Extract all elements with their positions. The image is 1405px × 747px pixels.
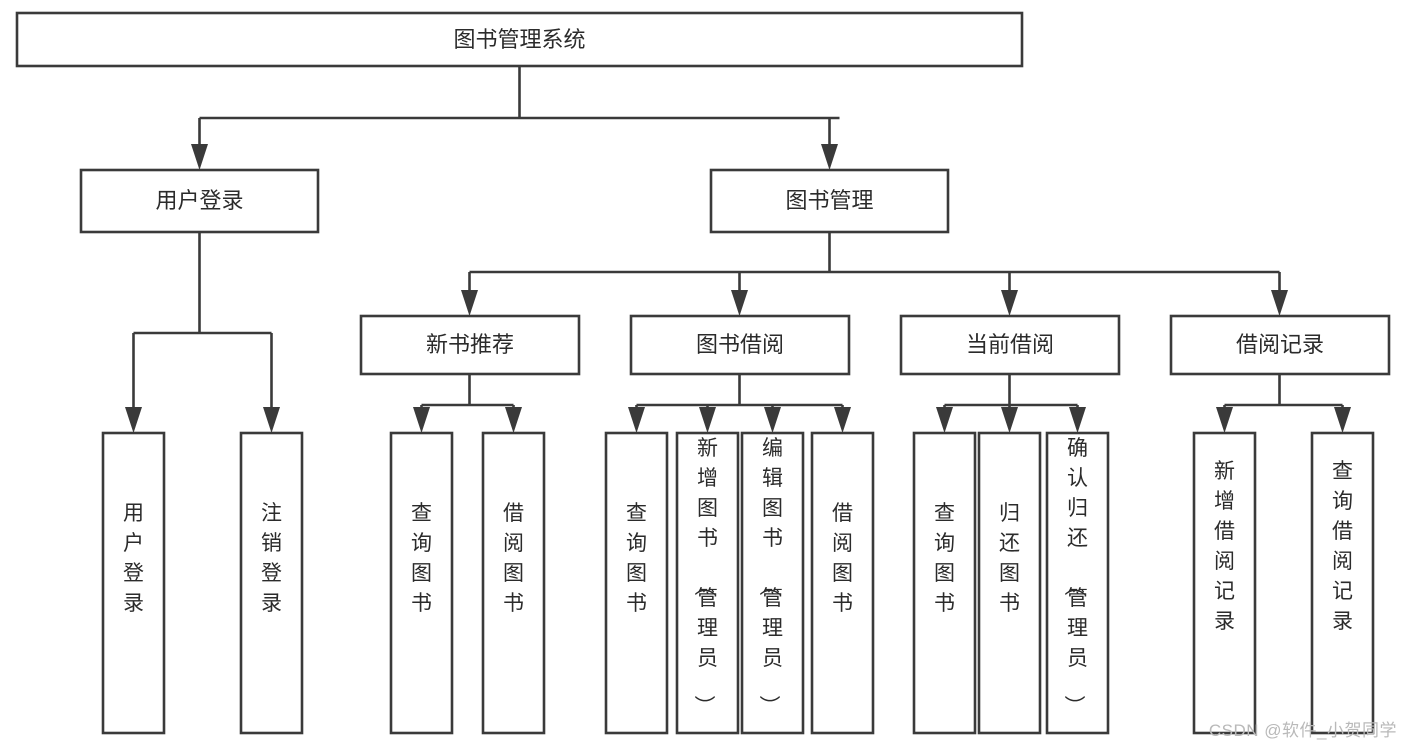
node-box-new-book-recommend[interactable] — [359, 314, 581, 376]
node-label-leaf-add-book: 新增图书（管理员） — [692, 437, 718, 716]
arrow-head-leaf-borrow-book-2 — [834, 407, 851, 433]
arrow-head-book-manage — [821, 144, 838, 170]
node-box-book-manage[interactable] — [709, 168, 950, 234]
node-box-leaf-borrow-book-borrow[interactable] — [810, 431, 875, 735]
connector-group-currentborrow-to-leaves — [936, 374, 1086, 433]
node-leaf-confirm-return[interactable]: 确认归还（管理员） — [1045, 431, 1110, 735]
node-box-root[interactable] — [15, 11, 1024, 68]
node-label-leaf-borrow-book-borrow: 借阅图书 — [832, 502, 853, 615]
arrow-head-leaf-query-book-3 — [936, 407, 953, 433]
node-box-leaf-add-book[interactable] — [675, 431, 740, 735]
node-new-book-recommend[interactable]: 新书推荐 — [359, 314, 581, 376]
node-box-leaf-logout[interactable] — [239, 431, 304, 735]
node-label-new-book-recommend: 新书推荐 — [426, 332, 514, 357]
node-current-borrow[interactable]: 当前借阅 — [899, 314, 1121, 376]
node-leaf-return-book[interactable]: 归还图书 — [977, 431, 1042, 735]
connector-group-borrowrecord-to-leaves — [1216, 374, 1351, 433]
node-box-leaf-query-book-current[interactable] — [912, 431, 977, 735]
node-label-leaf-user-login: 用户登录 — [123, 502, 144, 615]
arrow-head-leaf-edit-book — [764, 407, 781, 433]
node-book-borrow[interactable]: 图书借阅 — [629, 314, 851, 376]
connector-group-newbook-to-leaves — [413, 374, 522, 433]
arrow-head-leaf-query-record — [1334, 407, 1351, 433]
node-box-leaf-user-login[interactable] — [101, 431, 166, 735]
arrow-head-leaf-return-book — [1001, 407, 1018, 433]
node-label-user-login: 用户登录 — [155, 188, 243, 213]
arrow-head-user-login — [191, 144, 208, 170]
connector-group-bookborrow-to-leaves — [628, 374, 851, 433]
arrow-head-leaf-query-book-1 — [413, 407, 430, 433]
node-box-current-borrow[interactable] — [899, 314, 1121, 376]
arrow-head-leaf-borrow-book-1 — [505, 407, 522, 433]
node-leaf-user-login[interactable]: 用户登录 — [101, 431, 166, 735]
node-leaf-query-book-recommend[interactable]: 查询图书 — [389, 431, 454, 735]
node-book-manage[interactable]: 图书管理 — [709, 168, 950, 234]
node-label-leaf-logout: 注销登录 — [261, 502, 282, 615]
node-box-leaf-query-book-recommend[interactable] — [389, 431, 454, 735]
arrow-head-new-book-recommend — [461, 290, 478, 316]
node-label-leaf-confirm-return: 确认归还（管理员） — [1062, 437, 1088, 716]
node-leaf-logout[interactable]: 注销登录 — [239, 431, 304, 735]
node-label-root: 图书管理系统 — [453, 27, 585, 52]
node-root-system[interactable]: 图书管理系统 — [15, 11, 1024, 68]
node-label-leaf-borrow-book-recommend: 借阅图书 — [503, 502, 524, 615]
node-box-leaf-query-borrow-record[interactable] — [1310, 431, 1375, 735]
csdn-watermark: CSDN @软件_小贺同学 — [1208, 721, 1397, 740]
node-box-leaf-confirm-return[interactable] — [1045, 431, 1110, 735]
node-label-current-borrow: 当前借阅 — [966, 332, 1054, 357]
node-leaf-query-book-current[interactable]: 查询图书 — [912, 431, 977, 735]
node-leaf-edit-book[interactable]: 编辑图书（管理员） — [740, 431, 805, 735]
connector-group-userlogin-to-leaves — [125, 232, 280, 433]
node-box-leaf-borrow-book-recommend[interactable] — [481, 431, 546, 735]
arrow-head-leaf-user-login — [125, 407, 142, 433]
node-leaf-borrow-book-borrow[interactable]: 借阅图书 — [810, 431, 875, 735]
arrow-head-book-borrow — [731, 290, 748, 316]
node-leaf-query-borrow-record[interactable]: 查询借阅记录 — [1310, 431, 1375, 735]
connector-group-bookmanage-to-level3 — [461, 232, 1288, 316]
node-leaf-add-book[interactable]: 新增图书（管理员） — [675, 431, 740, 735]
node-leaf-add-borrow-record[interactable]: 新增借阅记录 — [1192, 431, 1257, 735]
node-label-leaf-return-book: 归还图书 — [999, 502, 1020, 615]
node-leaf-query-book-borrow[interactable]: 查询图书 — [604, 431, 669, 735]
arrow-head-leaf-query-book-2 — [628, 407, 645, 433]
node-box-borrow-record[interactable] — [1169, 314, 1391, 376]
arrow-head-leaf-confirm-return — [1069, 407, 1086, 433]
node-user-login[interactable]: 用户登录 — [79, 168, 320, 234]
node-label-leaf-add-borrow-record: 新增借阅记录 — [1214, 460, 1235, 633]
node-label-borrow-record: 借阅记录 — [1236, 332, 1324, 357]
node-leaf-borrow-book-recommend[interactable]: 借阅图书 — [481, 431, 546, 735]
node-box-leaf-add-borrow-record[interactable] — [1192, 431, 1257, 735]
node-box-leaf-query-book-borrow[interactable] — [604, 431, 669, 735]
arrow-head-leaf-add-record — [1216, 407, 1233, 433]
node-label-leaf-edit-book: 编辑图书（管理员） — [757, 437, 783, 716]
node-box-book-borrow[interactable] — [629, 314, 851, 376]
node-box-user-login[interactable] — [79, 168, 320, 234]
node-box-leaf-edit-book[interactable] — [740, 431, 805, 735]
node-label-leaf-query-book-current: 查询图书 — [934, 502, 955, 615]
node-label-book-manage: 图书管理 — [785, 188, 873, 213]
node-borrow-record[interactable]: 借阅记录 — [1169, 314, 1391, 376]
node-box-leaf-return-book[interactable] — [977, 431, 1042, 735]
connector-group-root-to-level2 — [191, 66, 840, 170]
arrow-head-leaf-logout — [263, 407, 280, 433]
arrow-head-current-borrow — [1001, 290, 1018, 316]
arrow-head-borrow-record — [1271, 290, 1288, 316]
node-label-book-borrow: 图书借阅 — [696, 332, 784, 357]
arrow-head-leaf-add-book — [699, 407, 716, 433]
node-label-leaf-query-book-recommend: 查询图书 — [411, 502, 432, 615]
node-label-leaf-query-borrow-record: 查询借阅记录 — [1332, 460, 1353, 633]
node-label-leaf-query-book-borrow: 查询图书 — [626, 502, 647, 615]
